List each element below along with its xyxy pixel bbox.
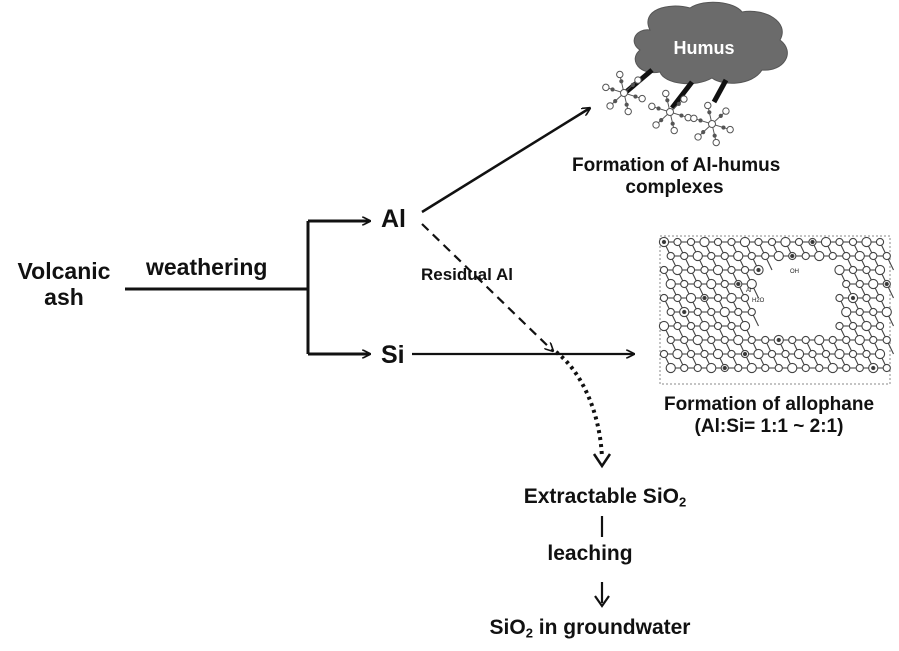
allophane-caption: Formation of allophane (Al:Si= 1:1 ~ 2:1… xyxy=(640,394,898,438)
dotted-arrowhead xyxy=(592,453,612,469)
leaching-label: leaching xyxy=(547,542,633,565)
allophane-marker-oh: OH xyxy=(790,269,799,275)
allophane-caption-line2: (Al:Si= 1:1 ~ 2:1) xyxy=(694,415,844,437)
allophane-structure-icon: Al OH H2O xyxy=(658,235,894,385)
extractable-sio2-label: Extractable SiO2 xyxy=(485,485,725,510)
groundwater-suffix: in groundwater xyxy=(532,616,691,639)
arrow-al-to-humus xyxy=(421,108,590,214)
dotted-curve-arrow xyxy=(554,350,604,459)
groundwater-prefix: SiO xyxy=(489,616,526,639)
extractable-prefix: Extractable SiO xyxy=(523,485,679,508)
si-label: Si xyxy=(381,341,405,369)
volcanic-label-line2: ash xyxy=(44,284,84,311)
groundwater-arrowhead xyxy=(594,595,610,608)
sio2-groundwater-label: SiO2 in groundwater xyxy=(455,616,725,641)
al-humus-caption-line1: Formation of Al-humus xyxy=(572,155,781,176)
allophane-marker-al: Al xyxy=(746,288,751,294)
al-humus-molecule-icons xyxy=(602,70,734,147)
extractable-subscript: 2 xyxy=(678,494,687,510)
weathering-label: weathering xyxy=(146,254,268,280)
allophane-caption-line1: Formation of allophane xyxy=(663,394,875,415)
residual-al-dashed-arrow xyxy=(421,223,553,351)
humus-label: Humus xyxy=(673,38,735,58)
allophane-marker-h2o: H2O xyxy=(752,298,765,304)
residual-al-label: Residual Al xyxy=(421,265,513,284)
al-humus-caption-line2: complexes xyxy=(625,176,724,198)
al-humus-caption: Formation of Al-humus complexes xyxy=(572,155,781,199)
volcanic-ash-label: Volcanic ash xyxy=(8,258,120,311)
groundwater-subscript: 2 xyxy=(525,625,533,641)
volcanic-label-line1: Volcanic xyxy=(17,258,111,284)
al-label: Al xyxy=(381,205,406,233)
